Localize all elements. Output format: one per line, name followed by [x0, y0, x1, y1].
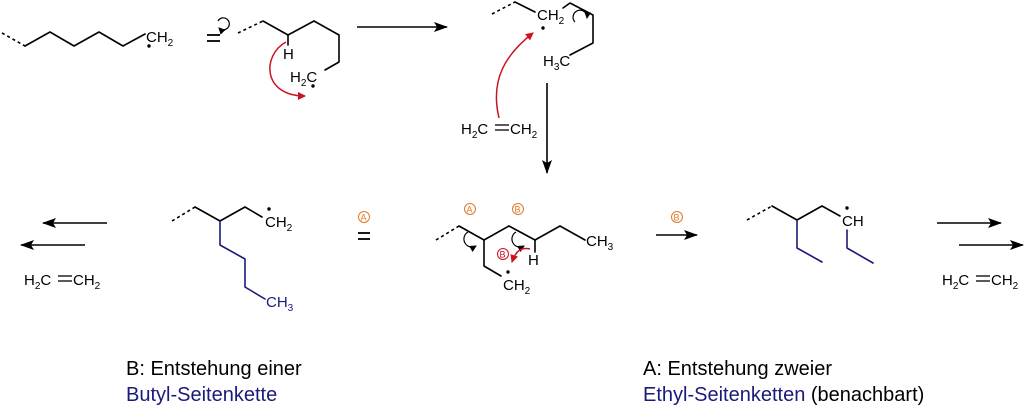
caption-ethyl-side-chain: Ethyl-Seitenketten	[643, 384, 806, 406]
chain-continuation-dashed	[237, 20, 264, 34]
ethylene-label-right: CH2	[73, 272, 101, 292]
carbon-chain	[562, 2, 594, 56]
ethylene-monomer-top: H2C CH2	[461, 32, 538, 141]
caption-butyl-line1: B: Entstehung einer	[126, 358, 302, 380]
ethyl-side-chain-2	[846, 229, 874, 264]
rotation-icon	[572, 9, 592, 23]
secondary-radical: CH2 H3C	[491, 1, 594, 73]
chain-continuation-dashed	[171, 206, 196, 222]
diethyl-branch-product: CH	[746, 205, 874, 264]
radical-ch-label: CH	[842, 213, 864, 230]
chain-continuation-dashed	[746, 205, 773, 221]
rotation-icon	[217, 17, 230, 35]
caption-ethyl-line2: Ethyl-Seitenketten (benachbart)	[643, 382, 924, 408]
radical-ch2-label: CH2	[537, 7, 565, 27]
chain-continuation-dashed	[1, 32, 26, 47]
main-chain	[194, 206, 263, 222]
second-backbiting-conformation: H CH3 CH2 A B B	[435, 203, 614, 297]
radical-dot	[506, 270, 510, 274]
ring-branch	[483, 239, 502, 277]
ethyl-side-chain-1	[796, 219, 823, 263]
h3c-label: H3C	[543, 53, 570, 73]
ethylene-label-right: CH2	[991, 272, 1019, 292]
carbon-ring-chain	[262, 20, 340, 71]
caption-butyl: B: Entstehung einer Butyl-Seitenkette	[126, 356, 302, 408]
ch3-label: CH3	[266, 294, 294, 314]
radical-ch2-label: CH2	[265, 214, 293, 234]
caption-butyl-line2: Butyl-Seitenkette	[126, 384, 278, 406]
ethylene-label: H2C	[461, 121, 488, 141]
rotation-equals	[207, 17, 230, 42]
chain-continuation-dashed	[435, 225, 460, 241]
hydrogen-label: H	[283, 46, 294, 63]
radical-dot	[311, 84, 315, 88]
pathway-a-badge: A	[361, 213, 367, 223]
pathway-a-equals: A	[358, 211, 370, 240]
linear-primary-radical: CH2	[1, 29, 174, 49]
pathway-b-badge: B	[515, 205, 521, 215]
hydrogen-label: H	[528, 252, 539, 269]
hydrogen-transfer-arrow	[269, 41, 306, 100]
radical-dot	[541, 26, 545, 30]
rotation-icon-a	[463, 231, 477, 253]
caption-ethyl-line1: A: Entstehung zweier	[643, 358, 832, 380]
rotation-icon-b	[511, 231, 525, 253]
carbon-chain	[24, 31, 146, 47]
radical-dot	[147, 44, 151, 48]
main-chain	[771, 205, 841, 221]
radical-dot	[845, 206, 849, 210]
ethylene-label: H2C	[942, 272, 969, 292]
radical-dot	[267, 207, 271, 211]
ethylene-label: H2C	[24, 272, 51, 292]
caption-ethyl: A: Entstehung zweier Ethyl-Seitenketten …	[643, 356, 924, 408]
hydrogen-transfer-arrow	[510, 247, 531, 263]
pathway-a-badge: A	[467, 205, 473, 215]
radical-ch2-label: CH2	[503, 277, 531, 297]
addition-arrow	[495, 32, 534, 119]
butyl-branch-product: CH2 CH3	[171, 206, 294, 314]
butyl-side-chain	[219, 220, 266, 300]
ethylene-label-right: CH2	[510, 121, 538, 141]
propagation-arrows-left: H2C CH2	[20, 218, 107, 292]
h2c-radical-label: H2C	[290, 69, 317, 89]
pathway-b-arrow: B	[656, 211, 698, 240]
backbiting-conformation: H H2C	[237, 20, 340, 100]
propagation-arrows-right: H2C CH2	[937, 218, 1024, 292]
ch3-label: CH3	[586, 233, 614, 253]
chain-continuation-dashed	[491, 1, 516, 15]
bond	[514, 1, 536, 13]
pathway-b-badge: B	[674, 213, 680, 223]
pathway-b-badge-red: B	[500, 250, 506, 260]
caption-ethyl-adjacent: (benachbart)	[805, 384, 925, 406]
main-chain	[458, 225, 586, 241]
radical-ch2-label: CH2	[146, 29, 174, 49]
